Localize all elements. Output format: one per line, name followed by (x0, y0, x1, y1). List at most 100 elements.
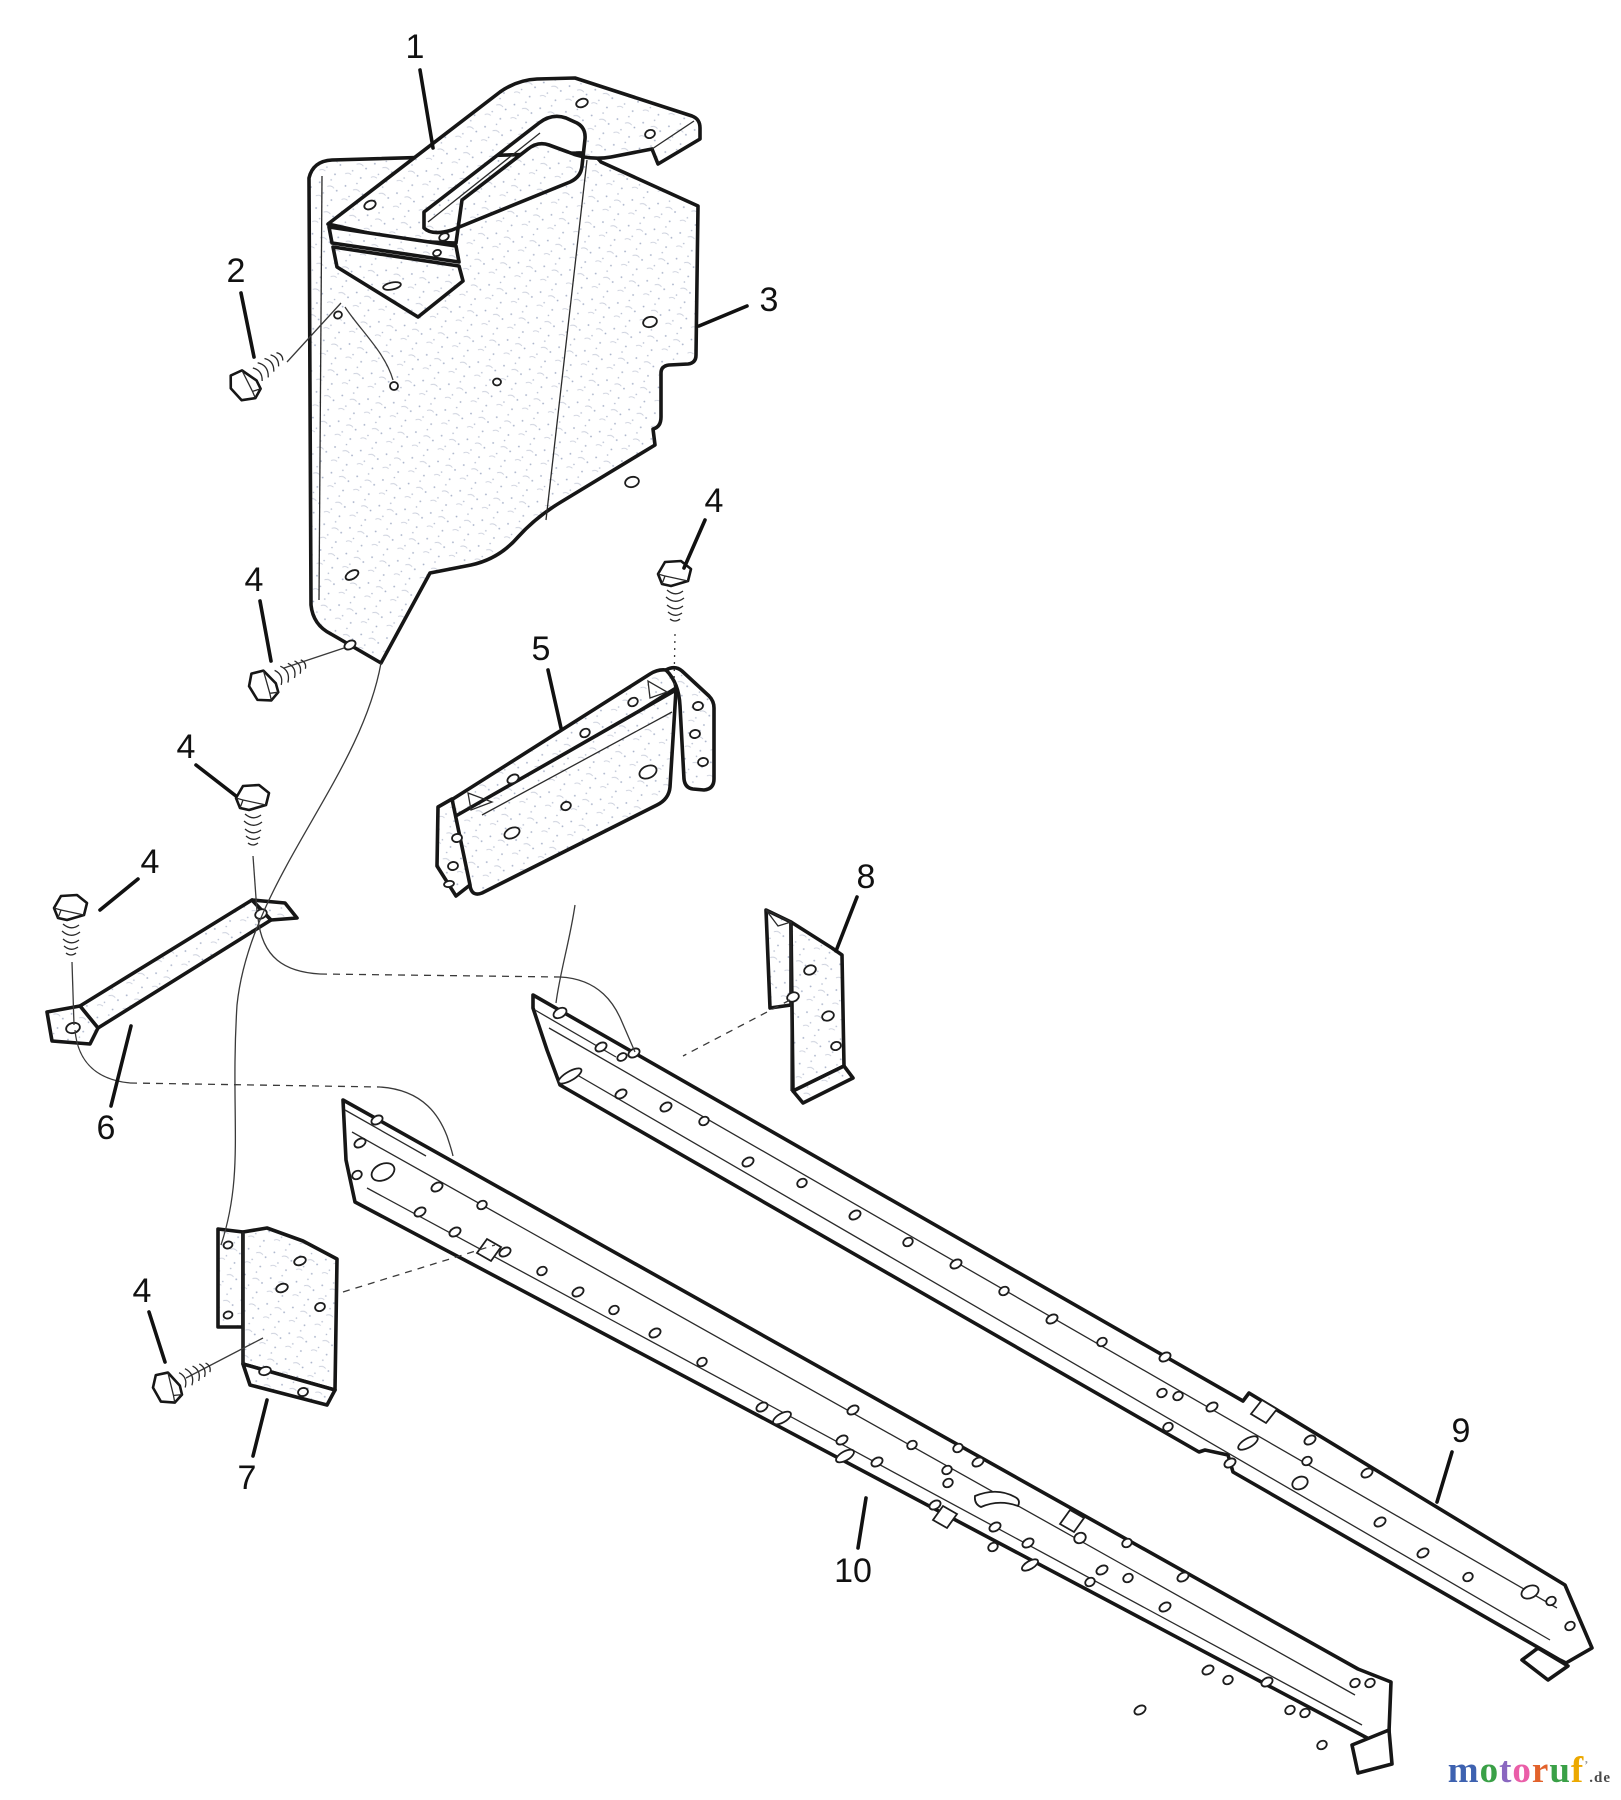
part-number-label-5: 5 (532, 630, 551, 668)
mounting-hole (741, 1156, 755, 1168)
part-number-label-4: 4 (133, 1272, 152, 1310)
mounting-hole (1301, 1455, 1313, 1467)
mounting-hole (370, 1162, 396, 1182)
part-4-hex-bolt (147, 1351, 219, 1410)
mounting-hole (627, 696, 639, 708)
callout-leader-9 (1435, 1450, 1454, 1504)
mounting-hole (1260, 1676, 1274, 1688)
mounting-hole (65, 1021, 81, 1035)
part-4-hex-bolt (234, 783, 271, 847)
mounting-hole (696, 1356, 708, 1368)
mounting-hole (413, 1206, 427, 1218)
part-number-label-4: 4 (177, 728, 196, 766)
mounting-hole (998, 1285, 1010, 1297)
mounting-hole (222, 1240, 234, 1250)
part-2-hex-bolt (223, 341, 294, 408)
callout-leader-4 (194, 763, 238, 798)
part-number-label-4: 4 (705, 482, 724, 520)
mounting-hole (1364, 1677, 1376, 1689)
logo-letter: t (1499, 1750, 1513, 1791)
mounting-hole (552, 1006, 568, 1020)
mounting-hole (579, 727, 591, 739)
mounting-hole (821, 1010, 835, 1022)
mounting-hole (492, 377, 502, 387)
part-4-hex-bolt (656, 559, 693, 623)
part-holes (65, 97, 1576, 1751)
mounting-hole (689, 729, 701, 739)
mounting-hole (389, 381, 399, 391)
logo-letter: o (1512, 1750, 1532, 1791)
mounting-hole (557, 1067, 583, 1085)
mounting-hole (353, 1137, 367, 1149)
mounting-hole (1373, 1516, 1387, 1528)
mounting-hole (297, 1387, 309, 1397)
part-number-label-6: 6 (97, 1109, 116, 1147)
mounting-hole (571, 1286, 585, 1298)
mounting-hole (659, 1101, 673, 1113)
callout-leader-4 (98, 877, 140, 912)
callout-leader-4 (258, 599, 273, 663)
mounting-hole (1021, 1537, 1035, 1549)
part-number-label-2: 2 (227, 252, 246, 290)
mounting-hole (786, 991, 800, 1003)
callout-leader-1 (418, 68, 435, 150)
mounting-hole (906, 1439, 918, 1451)
mounting-hole (988, 1521, 1002, 1533)
mounting-hole (755, 1401, 769, 1413)
mounting-hole (848, 1209, 862, 1221)
motoruf-domain-suffix: .de (1589, 1770, 1611, 1786)
part-number-label-10: 10 (834, 1552, 872, 1590)
mounting-hole (447, 861, 459, 871)
part-1-top-cover-plate (326, 76, 702, 319)
mounting-hole (644, 128, 656, 140)
mounting-hole (1162, 1421, 1174, 1433)
part-number-label-3: 3 (760, 281, 779, 319)
callout-leader-2 (239, 291, 256, 359)
mounting-hole (1237, 1435, 1259, 1451)
mounting-hole (382, 281, 402, 291)
mounting-hole (1520, 1584, 1540, 1600)
mounting-hole (333, 310, 343, 320)
mounting-hole (902, 1236, 914, 1248)
callout-leader-4 (147, 1310, 167, 1364)
mounting-hole (698, 1115, 710, 1127)
mounting-hole (506, 773, 520, 785)
part-number-label-9: 9 (1452, 1412, 1471, 1450)
part-5-support-bracket (435, 665, 716, 898)
mounting-hole (1158, 1351, 1172, 1363)
mounting-hole (942, 1477, 954, 1489)
logo-letter: r (1531, 1750, 1550, 1791)
mounting-hole (438, 232, 450, 242)
mounting-hole (1564, 1620, 1576, 1632)
mounting-hole (1122, 1572, 1134, 1584)
mounting-hole (1045, 1313, 1059, 1325)
mounting-hole (575, 97, 589, 109)
mounting-hole (1416, 1547, 1430, 1559)
part-number-label-4: 4 (245, 561, 264, 599)
callout-leader-7 (251, 1398, 269, 1458)
part-number-label-8: 8 (857, 858, 876, 896)
part-8-angle-bracket (764, 908, 855, 1105)
part-6-strap-bracket (45, 898, 299, 1046)
mounting-hole (1303, 1434, 1317, 1446)
mounting-hole (624, 475, 640, 489)
mounting-hole (476, 1199, 488, 1211)
mounting-hole (803, 964, 817, 976)
mounting-hole (1462, 1571, 1474, 1583)
mounting-hole (1349, 1677, 1361, 1689)
mounting-hole (1121, 1537, 1133, 1549)
logo-letter: f (1570, 1750, 1585, 1791)
part-7-angle-bracket (216, 1226, 339, 1407)
mounting-hole (627, 1047, 641, 1059)
mounting-hole (594, 1041, 608, 1053)
mounting-hole (648, 1327, 662, 1339)
callout-leader-3 (697, 304, 749, 328)
mounting-hole (498, 1246, 512, 1258)
mounting-hole (638, 764, 658, 780)
mounting-hole (796, 1177, 808, 1189)
logo-letter: m (1447, 1750, 1480, 1791)
mounting-hole (870, 1456, 884, 1468)
mounting-hole (430, 1181, 444, 1193)
